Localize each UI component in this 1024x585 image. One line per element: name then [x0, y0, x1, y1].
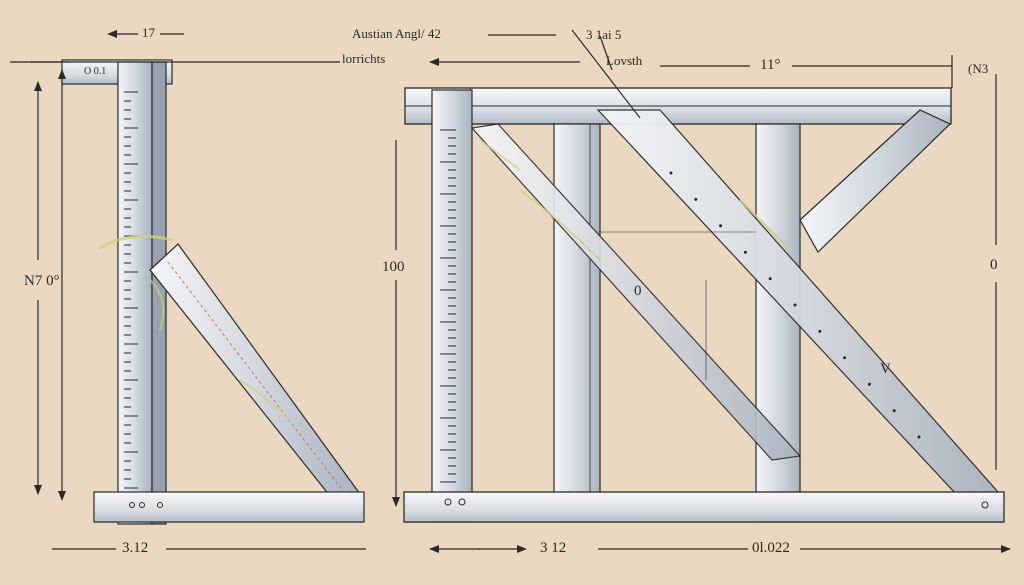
- diagonal-v-label: V: [880, 361, 891, 377]
- diagonal-rivet: [743, 250, 747, 254]
- diagonal-zero-label: 0: [634, 283, 642, 299]
- right-accent-stroke: [479, 139, 521, 171]
- diagonal-rivet: [694, 197, 698, 201]
- left-bottom-rail: [93, 491, 365, 523]
- diagonal-rivet: [768, 277, 772, 281]
- diagonal-rivet: [892, 409, 896, 413]
- dim-slant-leader: [599, 35, 613, 71]
- diagonal-rivet: [917, 435, 921, 439]
- diagonal-rivet: [867, 382, 871, 386]
- inner-post: [755, 123, 801, 523]
- middle-post: [553, 123, 601, 523]
- diagonal-rivets: [669, 171, 921, 439]
- left-accent-stroke: [149, 279, 165, 331]
- top-right-dimension-label: 11°: [760, 57, 781, 73]
- top-right-corner-label: (N3: [968, 61, 989, 76]
- right-bottom-bolt: [981, 501, 989, 509]
- diagonal-rivet: [843, 356, 847, 360]
- diagonal-rivet: [719, 224, 723, 228]
- diagonal-rivet: [793, 303, 797, 307]
- left-accent-stroke: [99, 234, 173, 250]
- left-bottom-bolt: [157, 502, 163, 508]
- right-height-label: 0: [990, 257, 998, 273]
- right-bottom-rail: [403, 491, 1005, 523]
- right-frame: [403, 87, 1005, 523]
- left-bottom-bolt: [129, 502, 135, 508]
- angle-title-label: Austian Angl/ 42: [352, 26, 441, 41]
- bottom-left-dimension-label: 3.12: [122, 540, 149, 556]
- left-frame: [61, 59, 365, 525]
- middle-height-label: 100: [382, 259, 405, 275]
- lengths-label: lorrichts: [342, 51, 386, 66]
- dimension-lines: [10, 29, 1011, 553]
- diagonal-rivet: [818, 329, 822, 333]
- upper-right-brace: [799, 109, 952, 253]
- ruler-tag-label: O 0.1: [84, 66, 107, 77]
- left-accent-stroke: [239, 379, 291, 421]
- right-bottom-bolt: [444, 498, 452, 506]
- top-mid-small-label: 3 1ai 5: [586, 27, 622, 42]
- left-ruler-ticks: [124, 91, 138, 489]
- left-brace-red-line: [167, 261, 345, 493]
- left-diagonal-brace: [149, 243, 362, 497]
- diagonal-rivet: [669, 171, 673, 175]
- left-height-label: N7 0°: [24, 273, 60, 289]
- bottom-right-dimension-label: 0l.022: [752, 540, 790, 556]
- left-bottom-bolt: [139, 502, 145, 508]
- right-accent-stroke: [739, 199, 791, 251]
- right-accent-stroke: [519, 189, 601, 261]
- top-left-dimension-label: 17: [142, 25, 155, 40]
- bottom-middle-dimension-label: 3 12: [540, 540, 567, 556]
- length-label: Lovsth: [606, 53, 643, 68]
- short-diagonal-brace: [470, 123, 802, 461]
- right-bottom-bolt: [458, 498, 466, 506]
- left-ruler-column: [117, 61, 153, 525]
- dim-slant-leader: [571, 29, 641, 119]
- right-ruler-ticks: [440, 129, 456, 483]
